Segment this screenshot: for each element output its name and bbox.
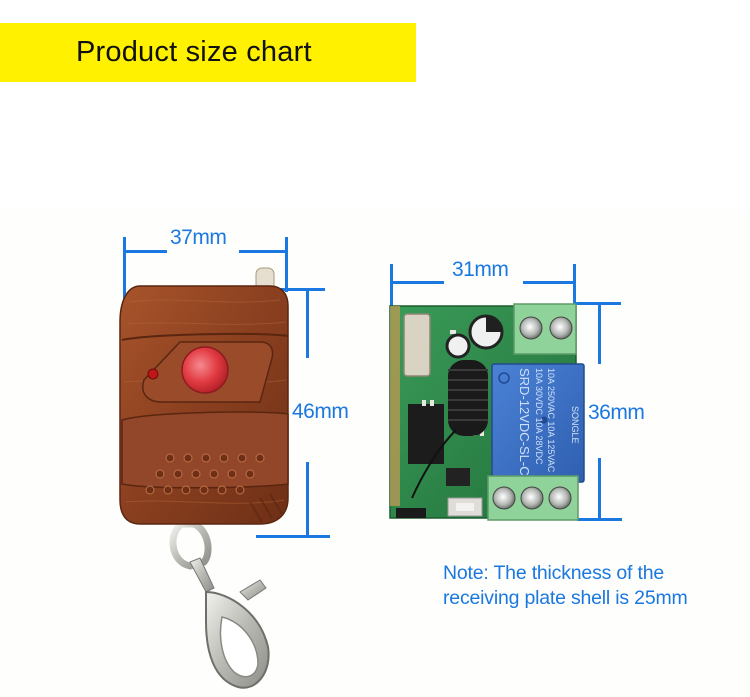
remote-height-bottom-extension: [256, 535, 330, 538]
receiver-width-label: 31mm: [452, 258, 509, 281]
remote-width-line-left: [123, 250, 167, 253]
receiver-height-top-extension: [573, 302, 621, 305]
relay-ratings-1: 10A 250VAC 10A 125VAC: [546, 368, 556, 473]
terminal-screw-icon: [548, 486, 572, 510]
led-indicator-icon: [147, 368, 159, 380]
capacitor-small-icon: [445, 333, 471, 359]
coil-antenna-icon: [411, 360, 488, 499]
relay-brand: SONGLE: [570, 406, 580, 444]
remote-height-line-top: [306, 288, 309, 358]
receiver-width-left-extension: [390, 264, 393, 309]
speaker-grille-icon: [145, 453, 265, 495]
remote-width-right-extension: [285, 237, 288, 292]
receiver-width-line-right: [523, 281, 576, 284]
remote-height-line-bottom: [306, 462, 309, 536]
transmit-button[interactable]: [181, 346, 229, 394]
receiver-height-line-bottom: [598, 458, 601, 520]
remote-height-label: 46mm: [292, 400, 349, 423]
title-banner: Product size chart: [0, 23, 416, 82]
jumper-icon: [396, 508, 426, 518]
relay-ratings-2: 10A 30VDC 10A 28VDC: [534, 368, 544, 465]
thickness-note-line-1: Note: The thickness of the: [443, 562, 664, 584]
terminal-screw-icon: [492, 486, 516, 510]
remote-control-image: [119, 267, 289, 689]
keyring-icon: [169, 520, 270, 689]
remote-width-line-right: [239, 250, 287, 253]
remote-width-left-extension: [123, 237, 126, 329]
receiver-board-image: SONGLE 10A 250VAC 10A 125VAC 10A 30VDC 1…: [389, 303, 585, 521]
remote-height-top-extension: [273, 288, 325, 291]
receiver-height-label: 36mm: [588, 401, 645, 424]
receiver-height-bottom-extension: [577, 518, 622, 521]
page-title: Product size chart: [76, 36, 312, 68]
thickness-note-line-2: receiving plate shell is 25mm: [443, 587, 688, 609]
terminal-screw-icon: [549, 316, 573, 340]
relay-model: SRD-12VDC-SL-C: [517, 368, 532, 476]
remote-width-label: 37mm: [170, 226, 227, 249]
thickness-note: Note: The thickness of the receiving pla…: [443, 561, 748, 611]
ic-chip-icon: [408, 404, 444, 464]
terminal-screw-icon: [520, 486, 544, 510]
receiver-width-line-left: [390, 281, 444, 284]
receiver-height-line-top: [598, 302, 601, 364]
terminal-screw-icon: [519, 316, 543, 340]
crystal-module-icon: [403, 313, 431, 377]
